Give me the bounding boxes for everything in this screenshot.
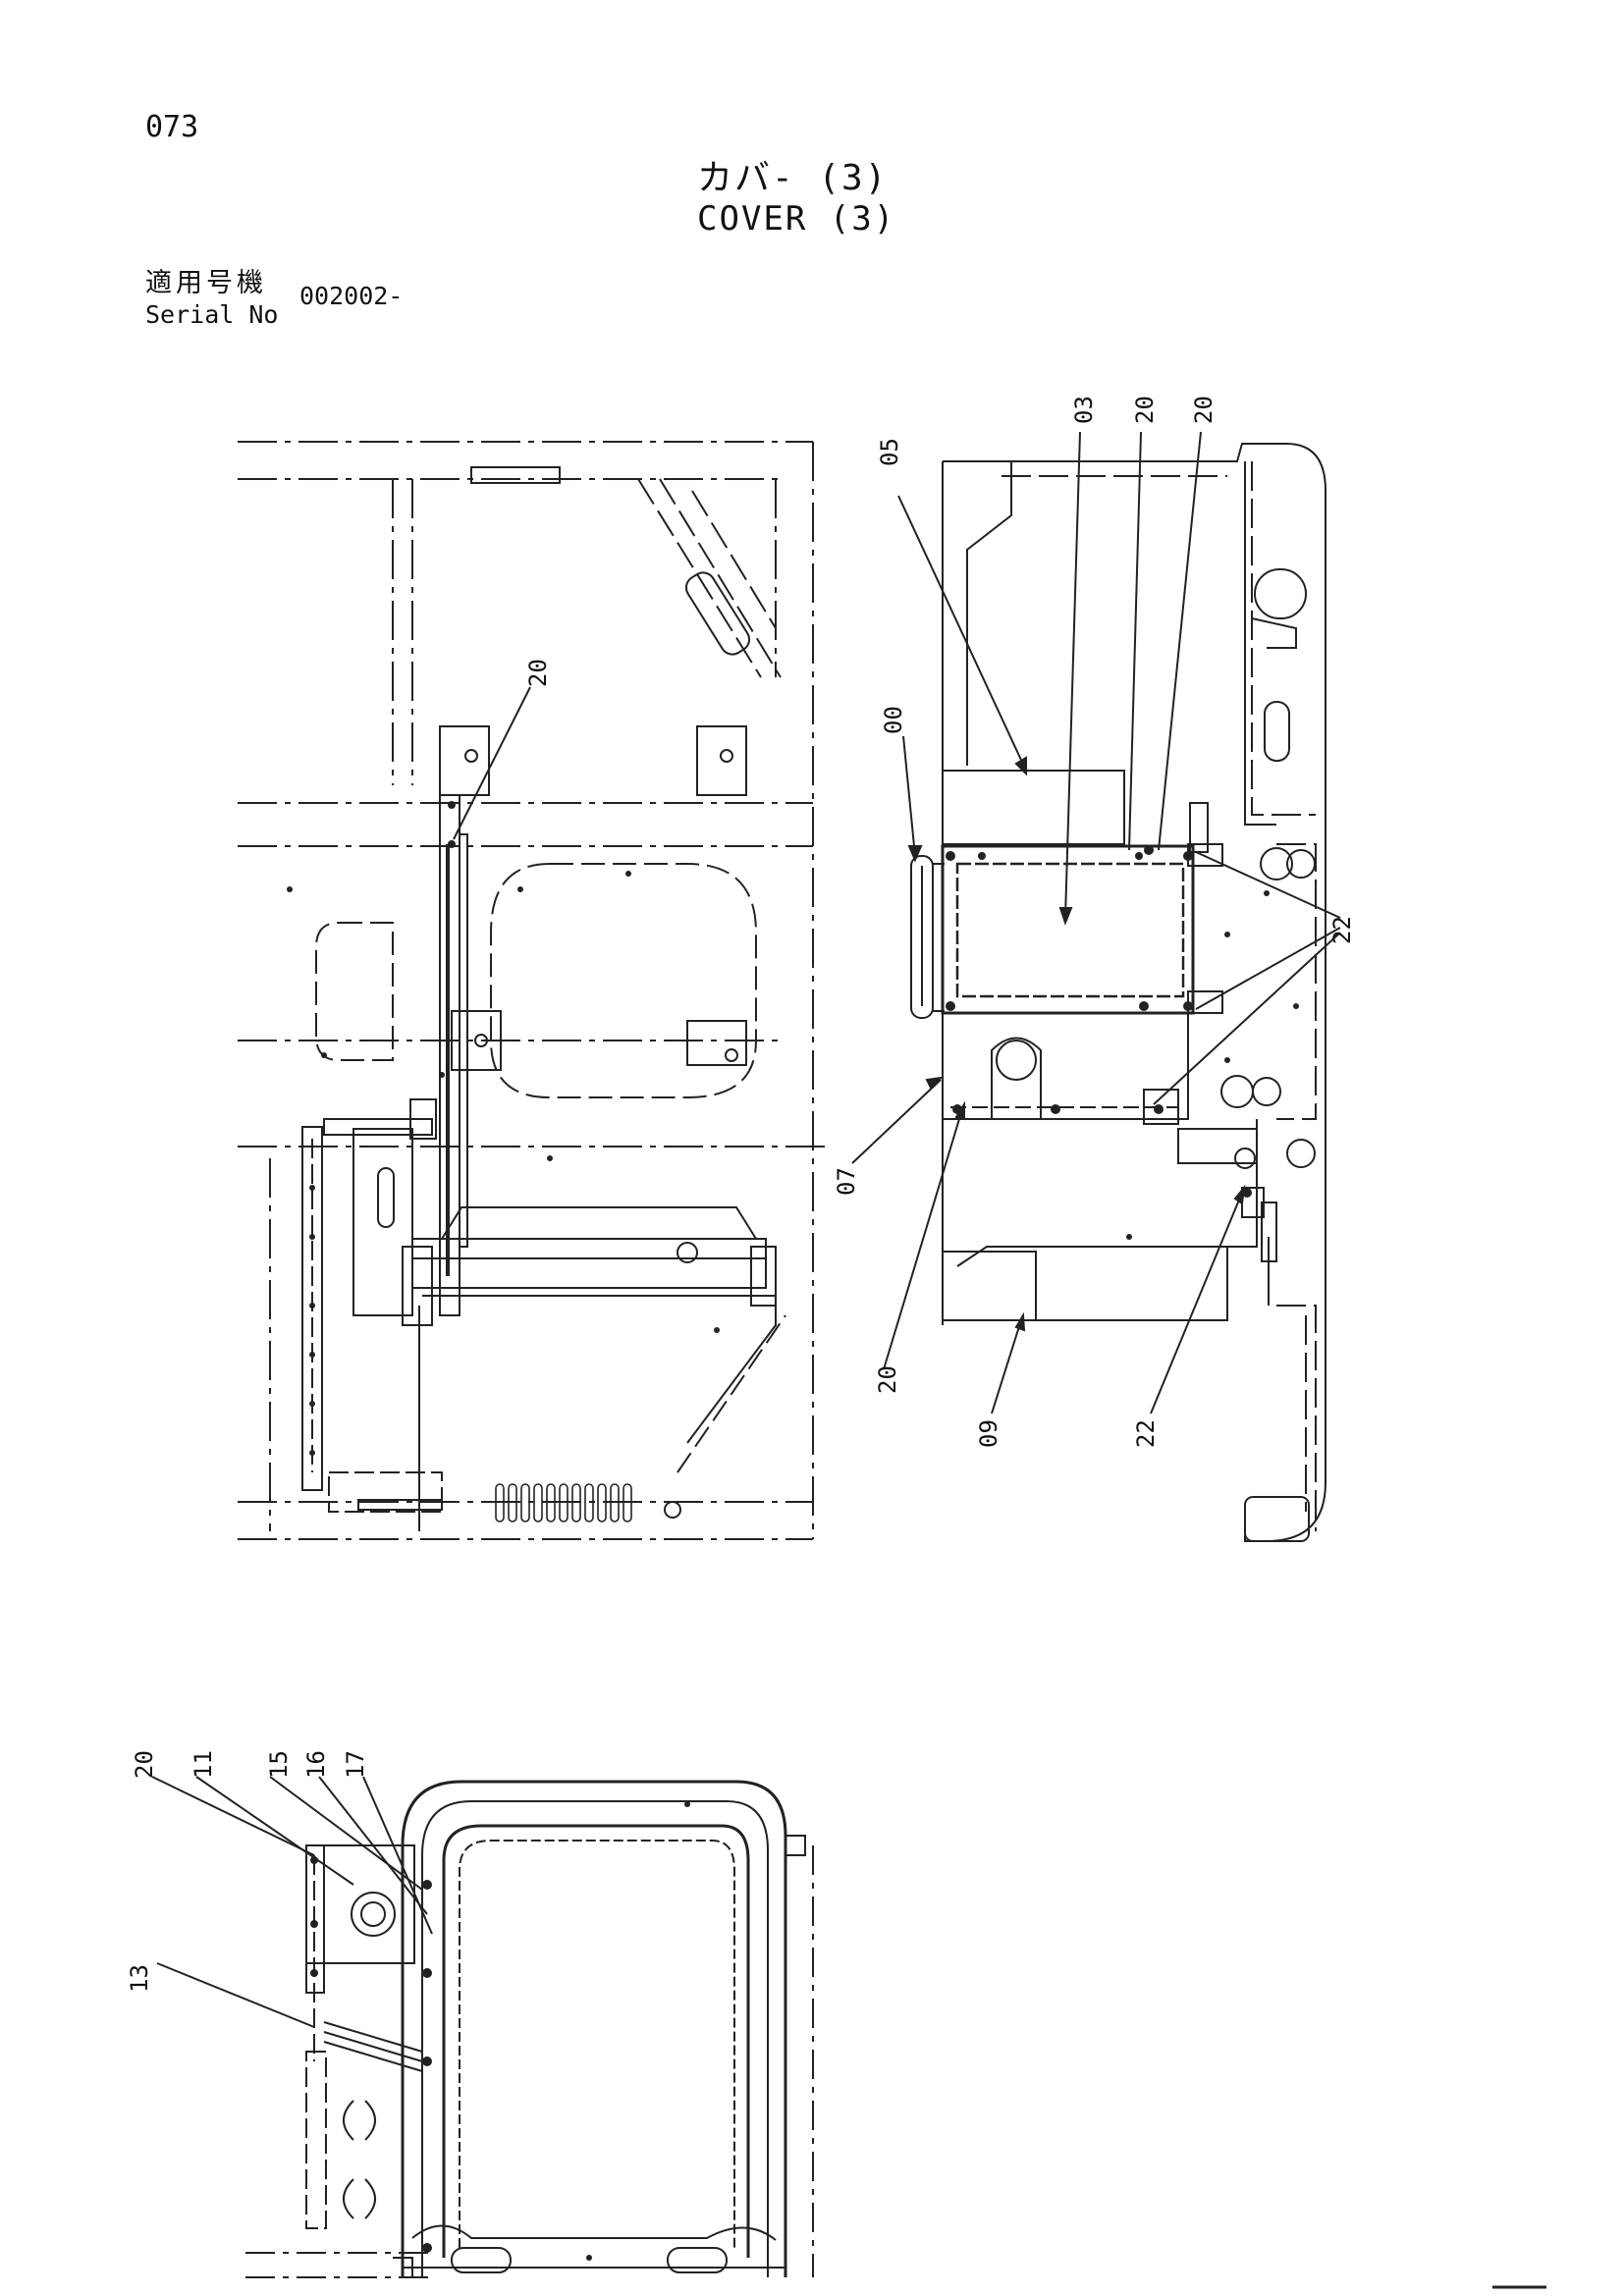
callout-05: 05 xyxy=(876,438,903,466)
callout-16: 16 xyxy=(302,1750,330,1779)
callout-17: 17 xyxy=(342,1750,369,1779)
callout-20-top-b: 20 xyxy=(1190,396,1218,424)
serial-number-value: 002002- xyxy=(299,282,404,310)
serial-label-japanese: 適用号機 xyxy=(145,268,267,298)
bottom-view: 20 11 15 16 17 13 xyxy=(126,1750,814,2278)
title-japanese: カバ- (3) xyxy=(697,158,889,198)
left-view: 20 xyxy=(238,441,825,1540)
callout-15: 15 xyxy=(265,1750,293,1779)
callout-13: 13 xyxy=(126,1964,153,1993)
callout-22-right: 22 xyxy=(1328,916,1356,944)
callout-20-bottom: 20 xyxy=(874,1365,901,1394)
page-number: 073 xyxy=(145,110,199,144)
callout-03: 03 xyxy=(1070,396,1098,424)
callout-20-top-a: 20 xyxy=(1131,396,1159,424)
callout-11: 11 xyxy=(189,1750,217,1779)
right-view: 05 03 20 20 00 22 07 20 09 22 xyxy=(833,396,1356,1542)
callout-09: 09 xyxy=(975,1419,1002,1448)
title-english: COVER (3) xyxy=(697,199,896,239)
callout-20-left: 20 xyxy=(524,659,552,687)
callout-22-bottom: 22 xyxy=(1132,1419,1160,1448)
callout-07: 07 xyxy=(833,1167,860,1196)
callout-20-bottom-view: 20 xyxy=(131,1750,158,1779)
serial-label-english: Serial No xyxy=(145,300,279,329)
callout-00: 00 xyxy=(880,706,907,734)
